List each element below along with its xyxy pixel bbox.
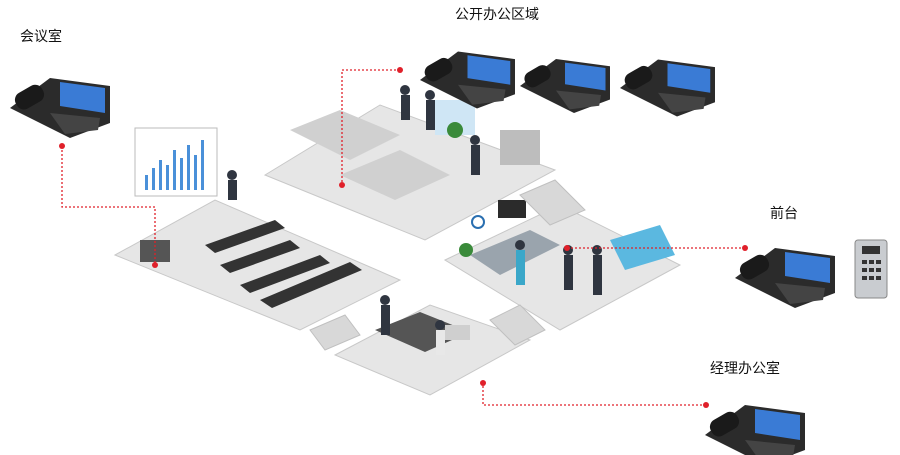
floor-manager-office	[333, 304, 532, 396]
people	[227, 85, 602, 355]
phone-open-office-1	[420, 51, 515, 109]
door-intercom	[854, 239, 888, 299]
stairs	[309, 179, 586, 351]
floor-reception	[443, 200, 682, 331]
connectors	[61, 69, 745, 406]
phone-reception	[735, 248, 835, 308]
floor-open-office	[263, 100, 557, 241]
phone-open-office-3	[620, 59, 715, 117]
phone-manager-office	[705, 405, 805, 455]
label-meeting-room: 会议室	[20, 29, 62, 45]
label-manager-office: 经理办公室	[710, 361, 780, 377]
label-open-office: 公开办公区域	[455, 7, 539, 23]
phone-meeting-room	[10, 78, 110, 138]
connector-dots	[59, 67, 748, 408]
phone-open-office-2	[520, 59, 610, 113]
floor-meeting-room	[113, 127, 402, 331]
label-reception: 前台	[770, 206, 798, 222]
